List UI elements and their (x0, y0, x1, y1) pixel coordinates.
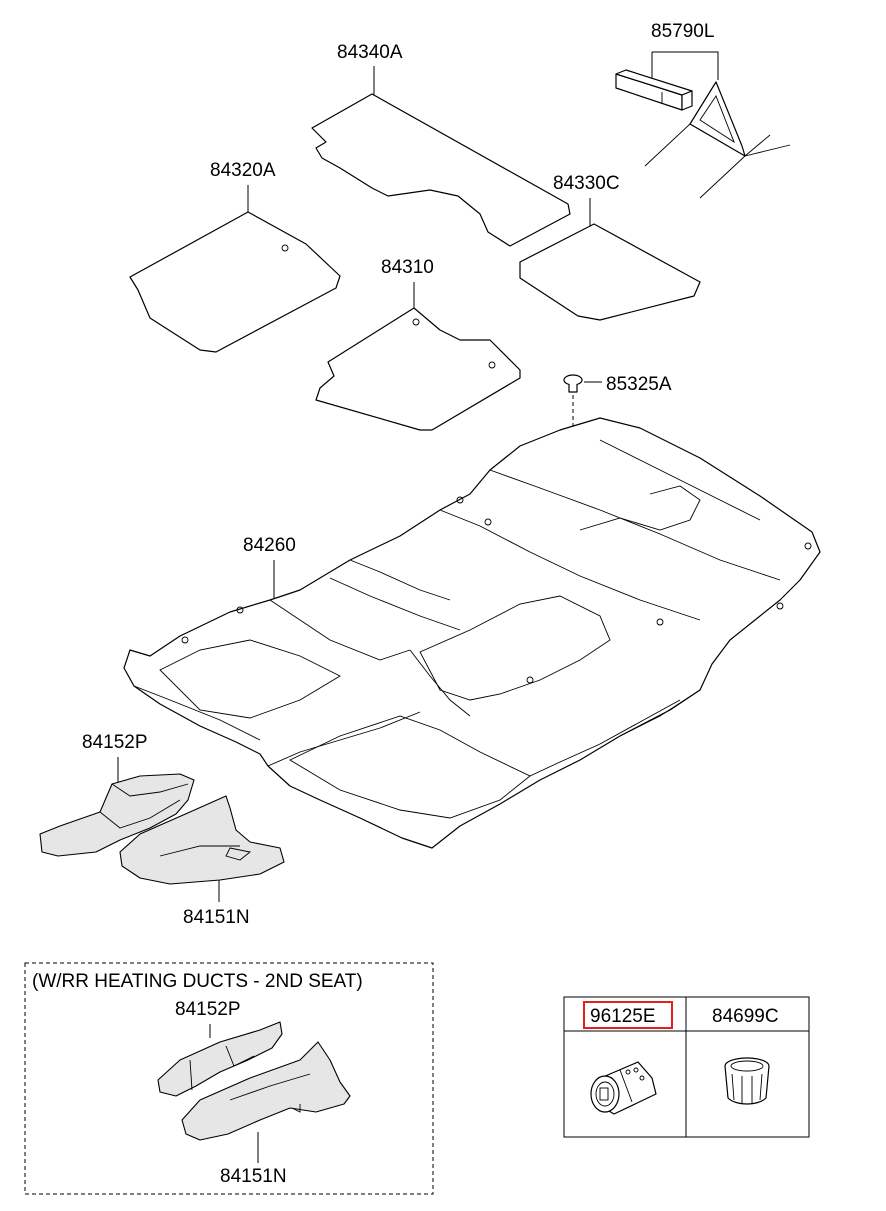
label-84330C: 84330C (553, 173, 620, 194)
label-85325A: 85325A (606, 374, 672, 395)
highlight-box-96125E (583, 1001, 673, 1029)
label-84260: 84260 (243, 535, 296, 556)
inset-heating-ducts-2nd-seat: (W/RR HEATING DUCTS - 2ND SEAT) 84152P 8… (24, 962, 434, 1195)
front-right-floor-mat: 84310 (315, 257, 521, 431)
rear-floor-mat: 84340A (311, 42, 571, 247)
table-cell-96125E: 96125E (590, 1006, 656, 1027)
rear-right-floor-mat: 84330C (519, 173, 701, 321)
label-84152P-main: 84152P (82, 732, 148, 753)
label-84151N-inset: 84151N (220, 1166, 287, 1187)
floor-covering: 84260 (123, 417, 821, 849)
floor-clip: 85325A (563, 374, 672, 560)
warning-triangle-kit: 85790L (615, 21, 791, 199)
front-left-floor-mat: 84320A (129, 160, 341, 353)
label-84151N-main: 84151N (183, 907, 250, 928)
table-cell-84699C: 84699C (712, 1006, 779, 1027)
inset-title: (W/RR HEATING DUCTS - 2ND SEAT) (32, 971, 363, 992)
power-socket-icon (590, 1061, 657, 1115)
label-85790L: 85790L (651, 21, 714, 42)
socket-cap-icon (724, 1057, 770, 1105)
parts-table: 96125E 84699C (563, 996, 810, 1138)
heating-ducts-main: 84152P 84151N (39, 732, 285, 928)
label-84340A: 84340A (337, 42, 403, 63)
label-84310: 84310 (381, 257, 434, 278)
label-84152P-inset: 84152P (175, 999, 241, 1020)
label-84320A: 84320A (210, 160, 276, 181)
